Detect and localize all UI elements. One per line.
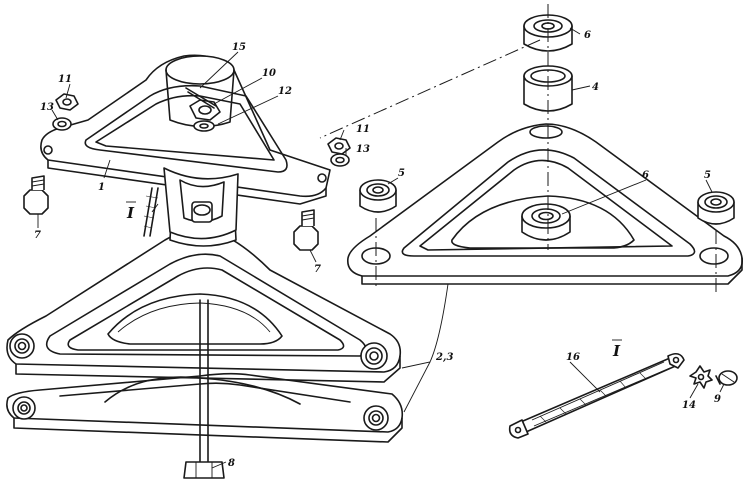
callout-10: 10 — [262, 68, 276, 79]
view-label-main: I — [126, 204, 135, 222]
bearing-5-right — [697, 191, 735, 225]
callout-5-right: 5 — [704, 170, 711, 181]
callout-11-right: 11 — [356, 124, 370, 135]
top-bracket — [40, 54, 331, 240]
callout-2-3: 2,3 — [435, 352, 453, 363]
callout-5-left: 5 — [398, 168, 405, 179]
bearing-6-center — [521, 203, 571, 241]
callout-12: 12 — [278, 86, 292, 97]
callout-14: 14 — [682, 400, 696, 411]
bearing-5-left — [359, 179, 397, 213]
callout-13-right: 13 — [356, 144, 370, 155]
callout-4: 4 — [592, 82, 599, 93]
pin-15 — [185, 87, 217, 109]
right-plate — [346, 123, 744, 285]
callout-6-top: 6 — [584, 30, 591, 41]
callout-8: 8 — [228, 458, 235, 469]
bolt-7-left — [23, 175, 49, 215]
callout-7-left: 7 — [34, 230, 41, 241]
axis-line-top — [319, 39, 541, 139]
callout-6-center: 6 — [642, 170, 649, 181]
ground-strap — [508, 352, 685, 439]
bolt-7-right — [293, 209, 319, 251]
view-label-detail: I — [612, 342, 621, 360]
spindle — [183, 299, 225, 479]
nut-11-left — [52, 93, 79, 131]
star-washer-14 — [689, 365, 713, 389]
sleeve-4 — [523, 65, 573, 112]
view-marker-main: I — [126, 201, 136, 222]
screw-9 — [715, 370, 738, 386]
callout-1: 1 — [98, 182, 105, 193]
view-marker-detail: I — [612, 339, 622, 360]
callout-9: 9 — [714, 394, 721, 405]
callout-11-left: 11 — [58, 74, 72, 85]
leader-lines — [37, 27, 725, 469]
callout-16: 16 — [566, 352, 580, 363]
callout-7-right: 7 — [314, 264, 321, 275]
callout-13-left: 13 — [40, 102, 54, 113]
callout-15: 15 — [232, 42, 246, 53]
nut-11-right — [327, 137, 351, 167]
base-plate-lower — [6, 372, 404, 443]
